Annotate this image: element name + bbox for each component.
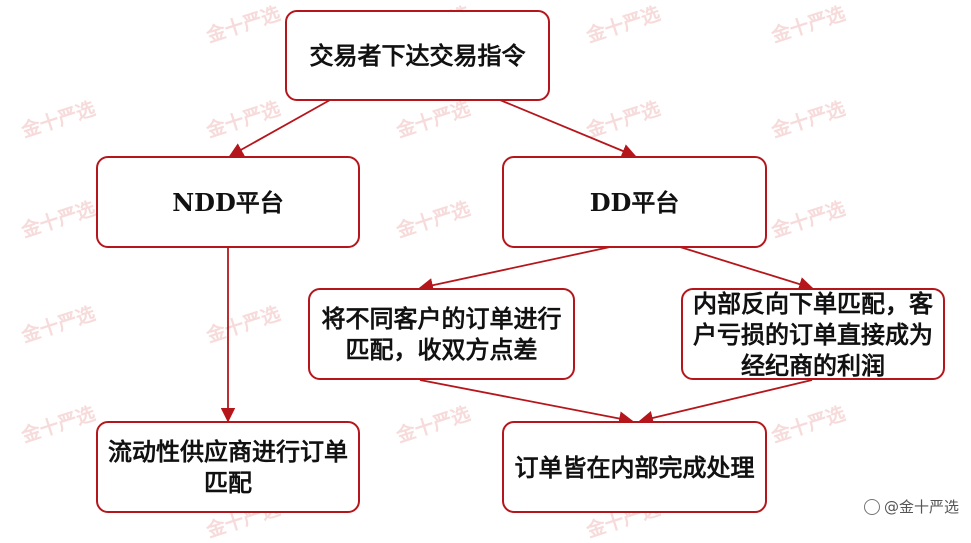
arrow-top-to-ndd [228,99,331,157]
node-liquidity-provider: 流动性供应商进行订单匹配 [96,421,360,513]
node-internal-reverse: 内部反向下单匹配，客户亏损的订单直接成为经纪商的利润 [681,288,945,380]
logo-icon [863,498,880,515]
node-ndd-platform: NDD平台 [96,156,360,248]
arrow-internal-to-done [638,379,813,425]
node-trader-order: 交易者下达交易指令 [285,10,550,101]
node-internal-done: 订单皆在内部完成处理 [502,421,767,513]
arrow-top-to-dd [499,99,637,158]
arrow-match-to-done [419,379,634,426]
node-match-clients: 将不同客户的订单进行匹配，收双方点差 [308,288,575,380]
arrow-dd-to-match [418,246,611,293]
credit-text: @金十严选 [883,498,959,516]
source-credit: @金十严选 [863,496,959,517]
node-dd-platform: DD平台 [502,156,767,248]
arrow-dd-to-internal [679,246,814,292]
